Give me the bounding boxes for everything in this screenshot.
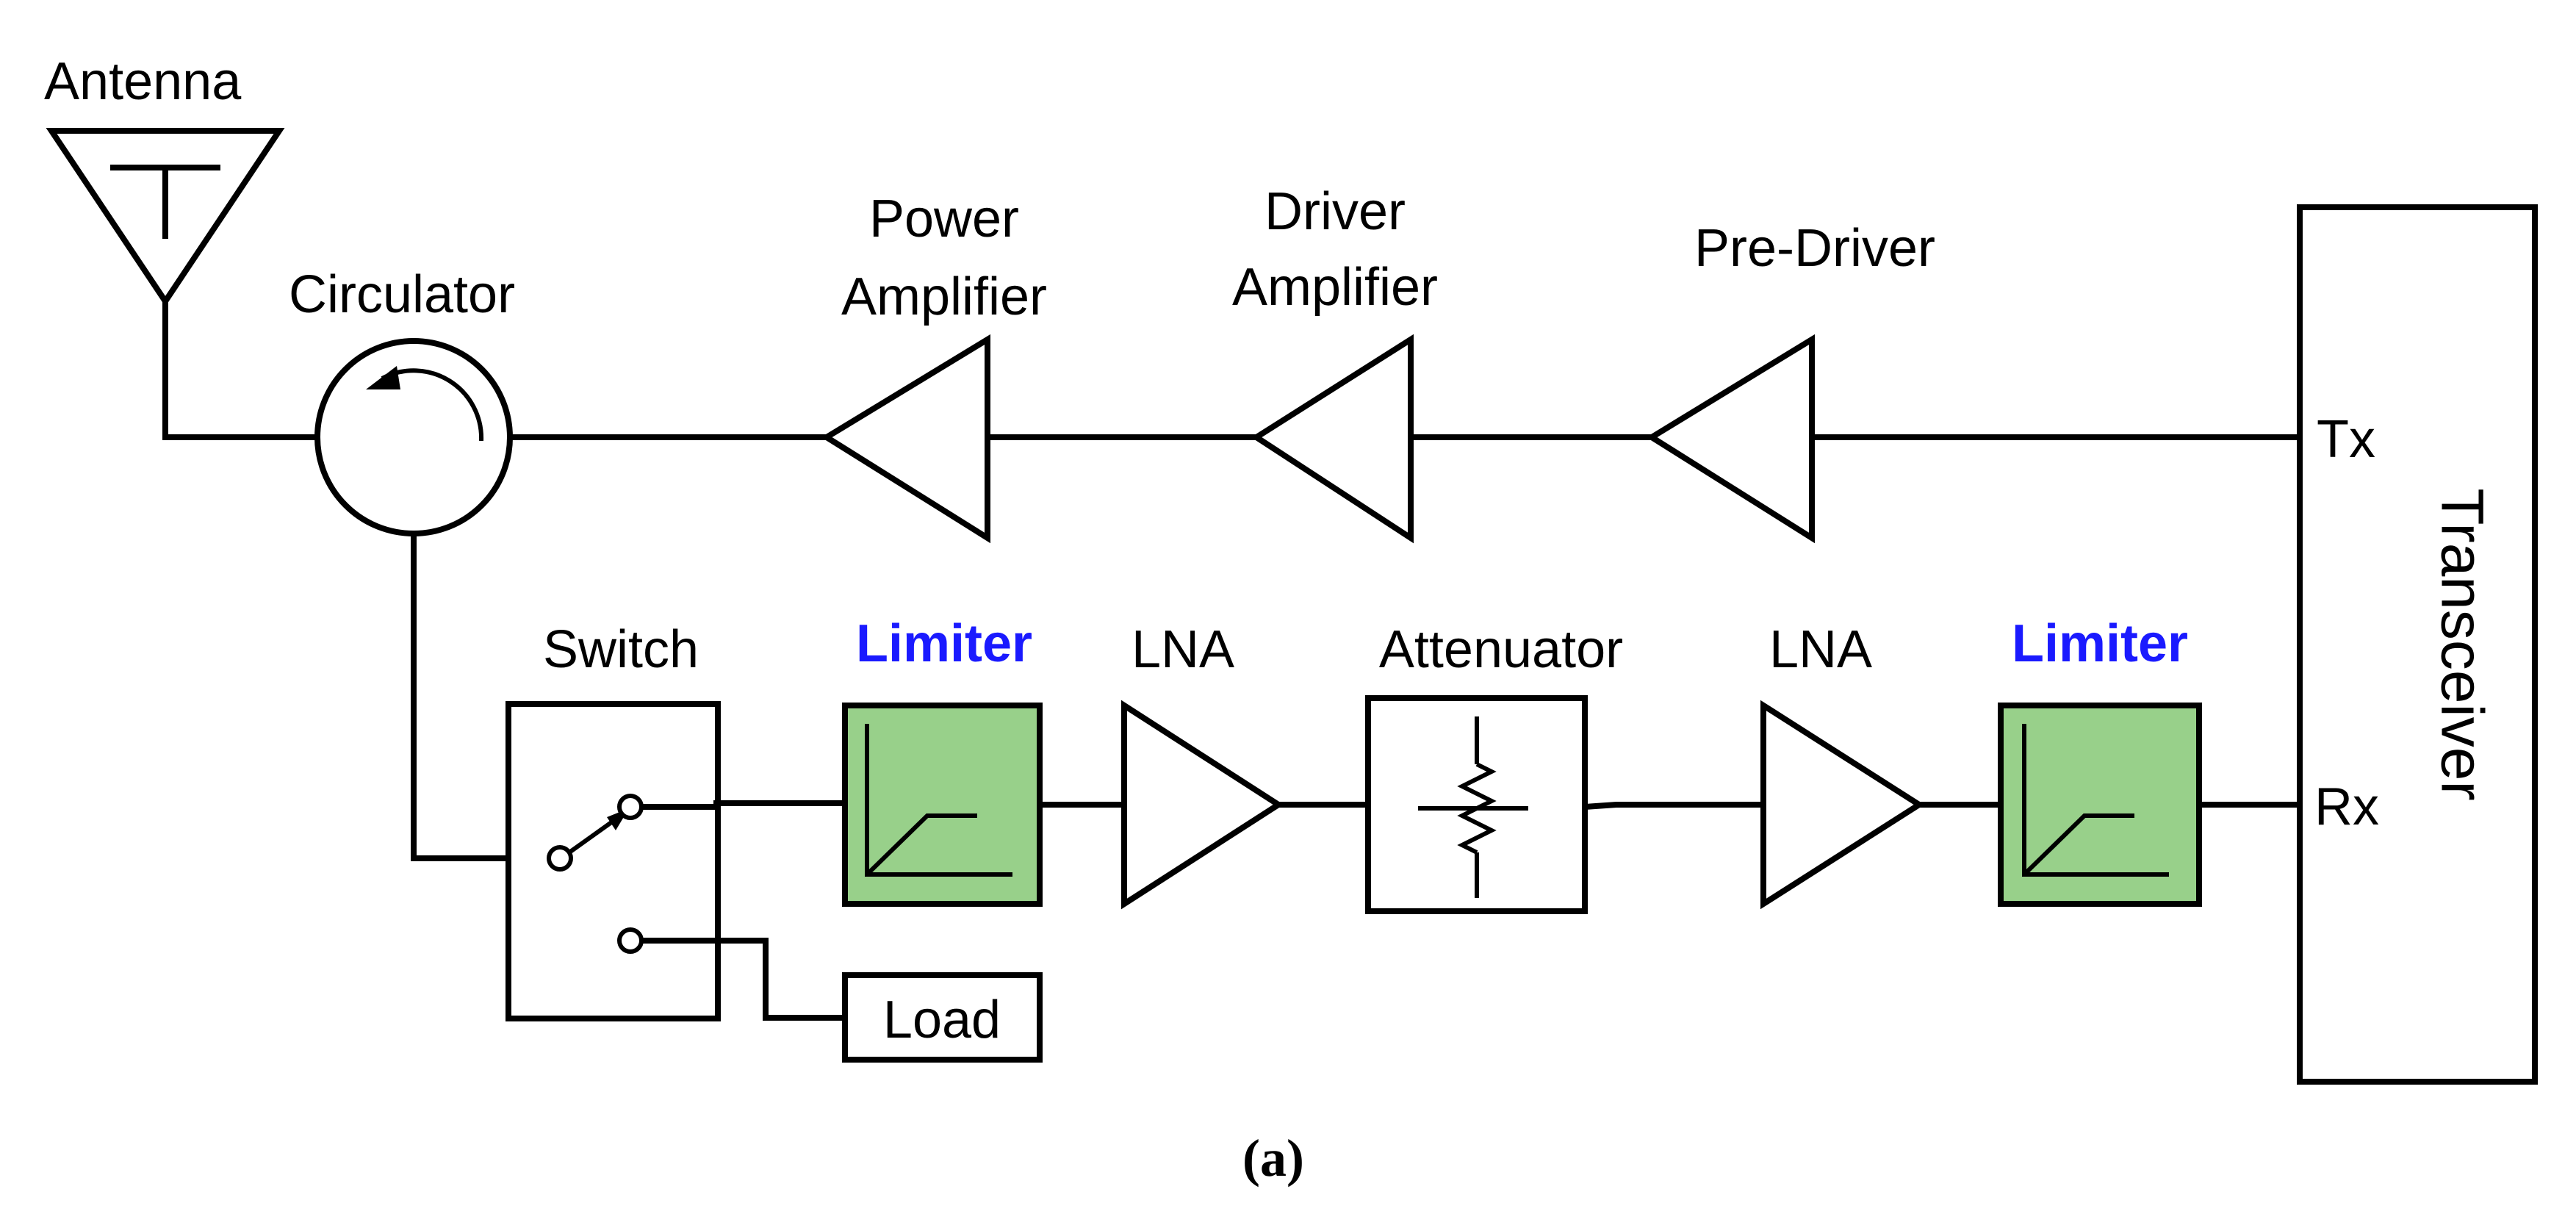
limiter-1-curve-icon (865, 724, 1012, 877)
wire-switch-limiter1 (641, 800, 845, 810)
load-label: Load (883, 991, 1001, 1049)
antenna-label: Antenna (44, 52, 242, 111)
switch-label: Switch (543, 620, 699, 679)
lna-1-label: LNA (1132, 620, 1234, 679)
switch-box (506, 701, 721, 1021)
wire-attenuator-lna2 (1584, 802, 1763, 810)
wire-switch-load (641, 938, 845, 1021)
pre-driver-icon (1646, 334, 1815, 544)
transceiver-label: Transceiver (2428, 488, 2495, 800)
limiter-1-label: Limiter (856, 614, 1032, 673)
lna-2-label: LNA (1769, 620, 1872, 679)
limiter-2-curve-icon (2022, 724, 2169, 877)
limiter-2-label: Limiter (2012, 614, 2188, 673)
limiter-2-box (1998, 703, 2202, 907)
figure-caption: (a) (1242, 1129, 1304, 1188)
rx-label: Rx (2314, 777, 2379, 836)
driver-amplifier-label-line1: Driver (1264, 182, 1406, 241)
pre-driver-label: Pre-Driver (1694, 219, 1935, 278)
load-box (842, 972, 1043, 1063)
power-amplifier-label-line1: Power (869, 190, 1019, 248)
lna-2-icon (1760, 700, 1925, 910)
antenna-icon (46, 128, 285, 307)
attenuator-label: Attenuator (1379, 620, 1623, 679)
tx-label: Tx (2317, 410, 2375, 469)
circulator-icon (314, 338, 513, 536)
circulator-label: Circulator (289, 265, 515, 324)
limiter-1-box (842, 703, 1043, 907)
transceiver-box (2297, 204, 2538, 1085)
driver-amplifier-icon (1251, 334, 1414, 544)
wire-antenna-circulator (162, 301, 317, 440)
driver-amplifier-label-line2: Amplifier (1232, 258, 1438, 317)
power-amplifier-label-line2: Amplifier (841, 267, 1047, 326)
attenuator-resistor-icon (1418, 716, 1528, 898)
lna-1-icon (1121, 700, 1284, 910)
power-amplifier-icon (821, 334, 990, 544)
